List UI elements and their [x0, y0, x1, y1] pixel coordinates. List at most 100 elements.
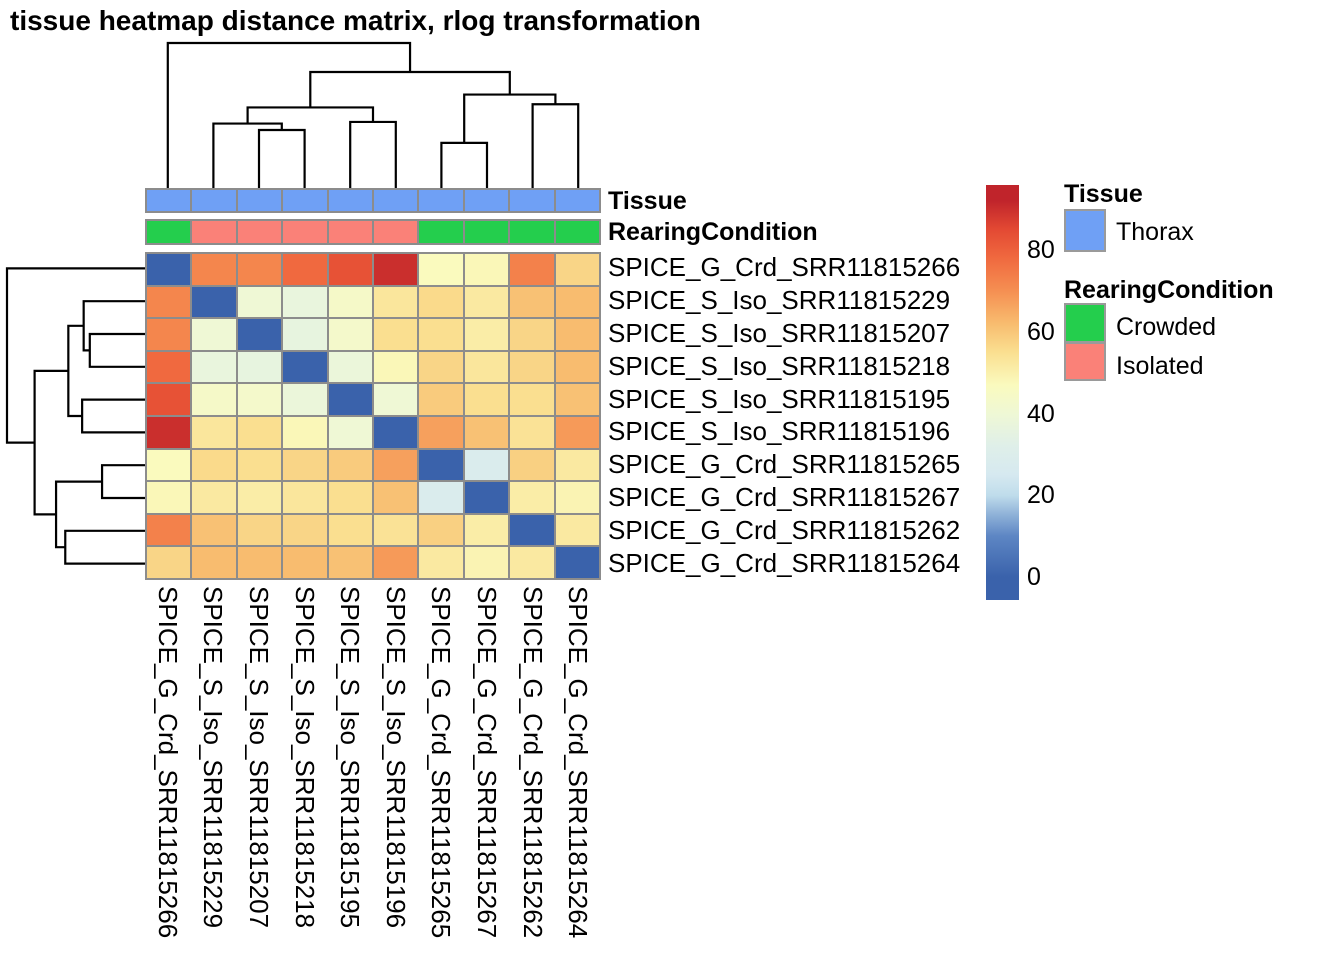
heatmap-cell: [327, 481, 373, 514]
column-label: SPICE_G_Crd_SRR11815262: [517, 586, 548, 939]
row-label: SPICE_S_Iso_SRR11815196: [608, 416, 951, 447]
tissue-annotation-cell: [509, 189, 555, 212]
heatmap-cell: [554, 546, 600, 579]
rearing-annotation-bar: [145, 219, 601, 245]
dendrogram-branch: [5, 267, 145, 444]
heatmap-cell: [509, 513, 555, 547]
heatmap-cell: [236, 448, 283, 482]
row-label: SPICE_G_Crd_SRR11815265: [608, 449, 961, 480]
dendrogram-branch: [81, 398, 145, 434]
heatmap-cell: [327, 415, 373, 449]
heatmap-cell: [146, 383, 192, 416]
rearing-annotation-cell: [373, 220, 419, 244]
heatmap-cell: [373, 415, 419, 449]
heatmap-cell: [327, 350, 373, 384]
tissue-annotation-label: Tissue: [608, 187, 687, 215]
tissue-annotation-cell: [418, 189, 464, 212]
heatmap-cell: [418, 415, 464, 449]
dendrogram-branch: [212, 122, 283, 188]
colorbar-gradient: [986, 185, 1019, 600]
heatmap-grid: [145, 252, 601, 580]
heatmap-cell: [554, 253, 600, 286]
heatmap-cell: [191, 546, 237, 579]
heatmap-cell: [191, 383, 237, 416]
heatmap-cell: [463, 448, 510, 482]
column-label: SPICE_S_Iso_SRR11815196: [380, 586, 411, 929]
heatmap-cell: [554, 513, 600, 547]
heatmap-cell: [191, 448, 237, 482]
heatmap-cell: [373, 285, 419, 319]
tissue-annotation-cell: [282, 189, 328, 212]
heatmap-cell: [418, 481, 464, 514]
heatmap-cell: [373, 513, 419, 547]
heatmap-cell: [463, 350, 510, 384]
legend-label-crowded: Crowded: [1116, 313, 1217, 341]
figure-title: tissue heatmap distance matrix, rlog tra…: [10, 5, 701, 36]
column-label: SPICE_S_Iso_SRR11815229: [198, 586, 229, 929]
heatmap-cell: [509, 350, 555, 384]
heatmap-cell: [373, 318, 419, 351]
heatmap-cell: [463, 415, 510, 449]
heatmap-cell: [554, 415, 600, 449]
heatmap-cell: [236, 285, 283, 319]
column-label: SPICE_G_Crd_SRR11815265: [426, 586, 457, 939]
heatmap-cell: [191, 415, 237, 449]
heatmap-cell: [327, 448, 373, 482]
heatmap-cell: [191, 253, 237, 286]
heatmap-cell: [554, 285, 600, 319]
heatmap-cell: [373, 546, 419, 579]
tissue-annotation-cell: [327, 189, 373, 212]
row-label: SPICE_G_Crd_SRR11815262: [608, 514, 961, 545]
row-label: SPICE_S_Iso_SRR11815195: [608, 383, 951, 414]
heatmap-cell: [327, 546, 373, 579]
heatmap-cell: [554, 350, 600, 384]
dendrogram-branch: [100, 464, 145, 500]
tissue-annotation-cell: [146, 189, 192, 212]
heatmap-cell: [146, 285, 192, 319]
heatmap-cell: [418, 513, 464, 547]
column-dendrogram: [166, 41, 580, 188]
heatmap-cell: [191, 318, 237, 351]
colorbar-tick-label: 40: [1027, 399, 1055, 428]
rearing-annotation-cell: [282, 220, 328, 244]
heatmap-cell: [236, 318, 283, 351]
heatmap-cell: [509, 546, 555, 579]
rearing-annotation-cell: [236, 220, 283, 244]
rearing-annotation-label: RearingCondition: [608, 218, 818, 246]
heatmap-cell: [554, 383, 600, 416]
rearing-annotation-cell: [463, 220, 510, 244]
heatmap-cell: [327, 285, 373, 319]
legend-swatch-isolated: [1064, 342, 1106, 381]
legend-swatch-thorax: [1064, 209, 1106, 252]
heatmap-cell: [463, 481, 510, 514]
heatmap-cell: [282, 383, 328, 416]
heatmap-cell: [463, 546, 510, 579]
heatmap-cell: [282, 253, 328, 286]
rearing-annotation-cell: [327, 220, 373, 244]
dendrogram-branch: [463, 93, 557, 143]
heatmap-cell: [463, 513, 510, 547]
heatmap-cell: [554, 318, 600, 351]
tissue-annotation-cell: [554, 189, 600, 212]
tissue-annotation-cell: [373, 189, 419, 212]
row-label: SPICE_G_Crd_SRR11815264: [608, 547, 961, 578]
heatmap-cell: [418, 285, 464, 319]
tissue-annotation-cell: [191, 189, 237, 212]
heatmap-cell: [282, 546, 328, 579]
heatmap-cell: [236, 350, 283, 384]
heatmap-cell: [146, 513, 192, 547]
heatmap-cell: [146, 448, 192, 482]
heatmap-cell: [327, 383, 373, 416]
column-label: SPICE_S_Iso_SRR11815207: [244, 586, 274, 929]
colorbar-tick-label: 60: [1027, 317, 1055, 346]
heatmap-cell: [327, 318, 373, 351]
heatmap-cell: [146, 253, 192, 286]
column-label: SPICE_G_Crd_SRR11815266: [152, 586, 183, 939]
column-label: SPICE_G_Crd_SRR11815267: [472, 586, 502, 939]
heatmap-cell: [146, 318, 192, 351]
heatmap-cell: [509, 318, 555, 351]
rearing-annotation-cell: [554, 220, 600, 244]
heatmap-cell: [146, 481, 192, 514]
heatmap-cell: [282, 513, 328, 547]
